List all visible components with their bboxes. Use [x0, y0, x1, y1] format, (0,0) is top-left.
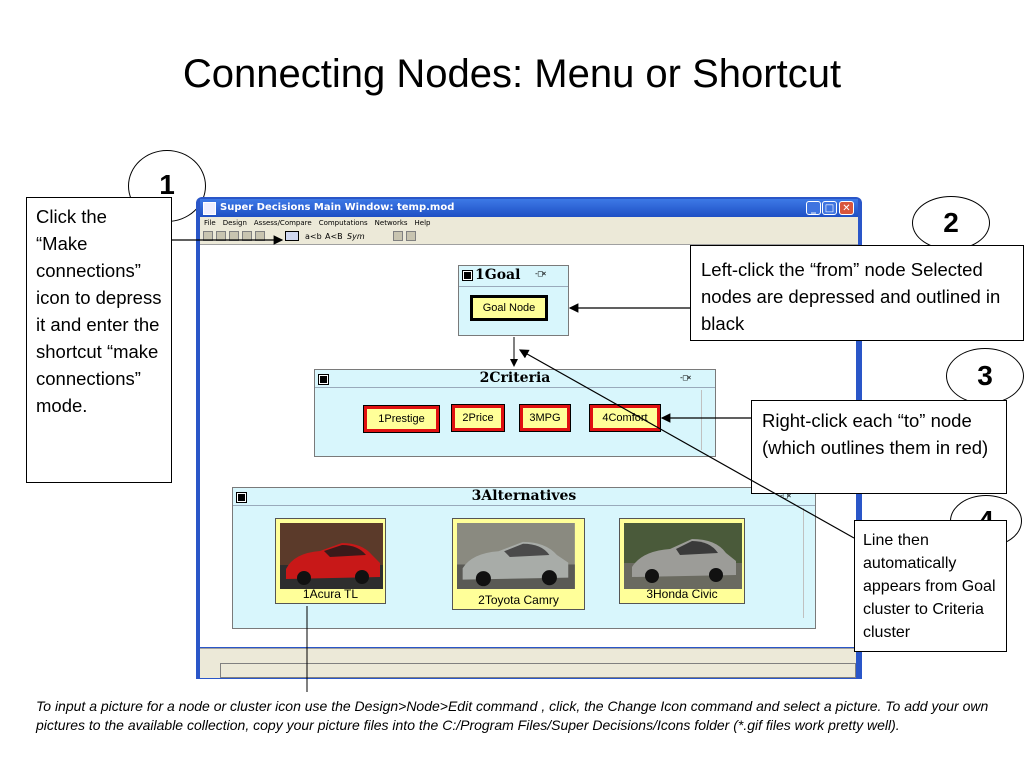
cluster-scrollbar[interactable] — [803, 508, 814, 618]
callout-1: Click the “Make connections” icon to dep… — [26, 197, 172, 483]
minimize-icon[interactable]: _ — [806, 201, 821, 215]
toolbar-compare-upper[interactable]: A<B — [325, 232, 343, 241]
node-price[interactable]: 2Price — [451, 404, 505, 432]
node-prestige[interactable]: 1Prestige — [363, 405, 440, 433]
app-titlebar[interactable]: Super Decisions Main Window: temp.mod _ … — [200, 199, 858, 217]
toolbar: a<b A<B Sym — [200, 229, 858, 245]
callout-3-text: Right-click each “to” node (which outlin… — [762, 410, 989, 458]
cluster-menu-icon[interactable] — [462, 270, 473, 281]
cluster-goal-body — [459, 286, 568, 335]
menu-networks[interactable]: Networks — [374, 219, 408, 227]
callout-number-2: 2 — [912, 196, 990, 250]
window-title: Super Decisions Main Window: temp.mod — [220, 202, 455, 213]
callout-1-text: Click the “Make connections” icon to dep… — [36, 206, 162, 416]
status-field — [220, 663, 856, 678]
car-image — [624, 523, 742, 589]
maximize-icon[interactable]: □ — [822, 201, 837, 215]
node-camry-label: 2Toyota Camry — [478, 593, 559, 607]
node-mpg[interactable]: 3MPG — [519, 404, 571, 432]
node-camry[interactable]: 2Toyota Camry — [452, 518, 585, 610]
slide-title: Connecting Nodes: Menu or Shortcut — [182, 52, 842, 96]
cluster-alternatives-title: 3Alternatives — [233, 488, 815, 506]
close-icon[interactable]: ✕ — [839, 201, 854, 215]
save-icon[interactable] — [229, 231, 239, 241]
cluster-criteria-title: 2Criteria — [315, 370, 715, 388]
make-connections-icon[interactable] — [285, 231, 299, 241]
callout-number-3: 3 — [946, 348, 1024, 404]
node-civic-label: 3Honda Civic — [646, 587, 718, 601]
callout-2: Left-click the “from” node Selected node… — [690, 245, 1024, 341]
menu-computations[interactable]: Computations — [318, 219, 368, 227]
cluster-window-buttons[interactable]: -□× — [679, 373, 691, 382]
callout-2-text: Left-click the “from” node Selected node… — [701, 259, 1001, 334]
menu-help[interactable]: Help — [414, 219, 431, 227]
node-goal[interactable]: Goal Node — [470, 295, 548, 321]
menu-assess-compare[interactable]: Assess/Compare — [253, 219, 312, 227]
slide-caption: To input a picture for a node or cluster… — [36, 698, 989, 733]
toolbar-compare-lower[interactable]: a<b — [305, 232, 322, 241]
node-comfort[interactable]: 4Comfort — [589, 404, 661, 432]
horizontal-scrollbar[interactable] — [200, 648, 856, 661]
cluster-goal-title: 1Goal — [475, 267, 521, 283]
zoom-icon[interactable] — [406, 231, 416, 241]
node-civic[interactable]: 3Honda Civic — [619, 518, 745, 604]
status-bar — [200, 660, 856, 678]
cluster-scrollbar[interactable] — [701, 390, 712, 450]
edit-icon[interactable] — [255, 231, 265, 241]
cluster-menu-icon[interactable] — [236, 492, 247, 503]
pointer-icon[interactable] — [393, 231, 403, 241]
car-image — [457, 523, 575, 589]
callout-4: Line then automatically appears from Goa… — [854, 520, 1007, 652]
node-acura[interactable]: 1Acura TL — [275, 518, 386, 604]
toolbar-sym[interactable]: Sym — [347, 232, 365, 241]
new-icon[interactable] — [203, 231, 213, 241]
callout-4-text: Line then automatically appears from Goa… — [863, 532, 996, 641]
menu-file[interactable]: File — [204, 219, 216, 227]
car-image — [280, 523, 383, 589]
cluster-window-buttons[interactable]: -□× — [534, 269, 546, 278]
cluster-menu-icon[interactable] — [318, 374, 329, 385]
print-icon[interactable] — [242, 231, 252, 241]
callout-3: Right-click each “to” node (which outlin… — [751, 400, 1007, 494]
menu-design[interactable]: Design — [222, 219, 247, 227]
open-icon[interactable] — [216, 231, 226, 241]
menu-bar: File Design Assess/Compare Computations Netw… — [200, 217, 858, 229]
app-icon — [203, 202, 216, 215]
node-acura-label: 1Acura TL — [302, 587, 359, 601]
